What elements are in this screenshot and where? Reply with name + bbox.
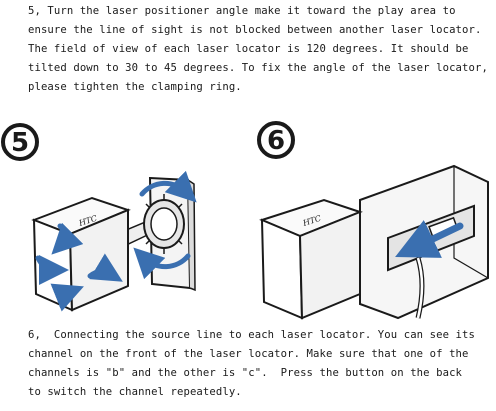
clamping-ring	[143, 194, 185, 254]
base-station-tilt-illustration: 5 HTC	[1, 123, 197, 312]
step5-line: ensure the line of sight is not blocked …	[28, 24, 482, 36]
step5-line: 5, Turn the laser positioner angle make …	[28, 5, 456, 17]
step-badge-6: 6	[257, 121, 295, 159]
rotate-arrow-icon	[35, 222, 123, 312]
step5-instructions: 5, Turn the laser positioner angle make …	[28, 2, 490, 97]
step6-illustration: 6 HTC	[248, 108, 496, 320]
step-badge-5: 5	[1, 123, 39, 161]
step5-illustration: 5 HTC	[0, 108, 240, 320]
step6-line: 6, Connecting the source line to each la…	[28, 329, 475, 341]
rotate-arrow-icon	[133, 170, 197, 280]
base-station-cube: HTC	[31, 196, 131, 312]
badge-number: 5	[11, 128, 29, 158]
base-station-cable-illustration: 6 HTC	[257, 121, 489, 320]
badge-number: 6	[267, 126, 285, 156]
step6-line: to switch the channel repeatedly.	[28, 386, 242, 398]
step5-line: tilted down to 30 to 45 degrees. To fix …	[28, 62, 488, 74]
step5-line: The field of view of each laser locator …	[28, 43, 469, 55]
step6-line: channel on the front of the laser locato…	[28, 348, 469, 360]
base-station-cube: HTC	[259, 198, 363, 320]
step5-line: please tighten the clamping ring.	[28, 81, 242, 93]
step6-line: channels is "b" and the other is "c". Pr…	[28, 367, 463, 379]
step6-instructions: 6, Connecting the source line to each la…	[28, 326, 490, 402]
insert-arrow-icon	[395, 219, 464, 258]
